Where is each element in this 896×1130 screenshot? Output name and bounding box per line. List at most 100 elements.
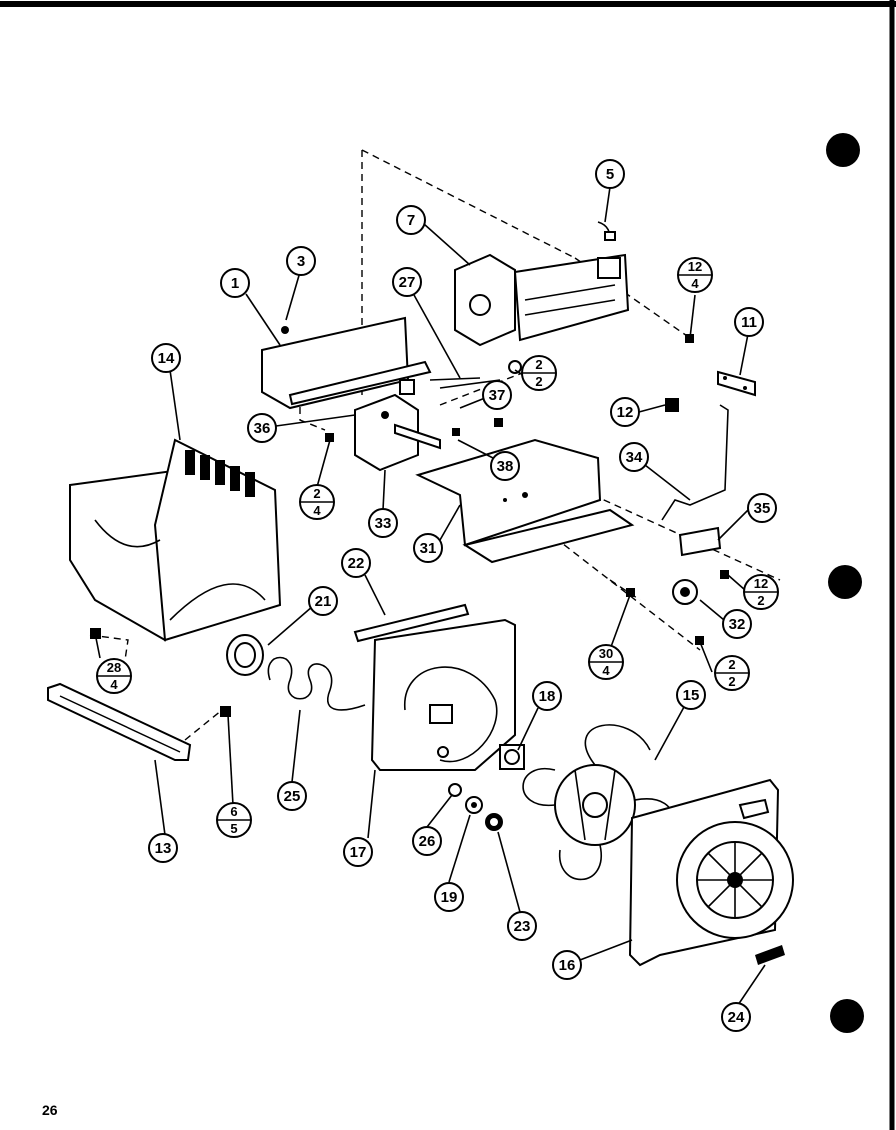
callout-33: 33 — [368, 508, 398, 538]
screw-part — [665, 398, 679, 412]
callout-35: 35 — [747, 493, 777, 523]
callout-11: 11 — [734, 307, 764, 337]
callout-3-label: 3 — [297, 253, 305, 270]
callout-14: 14 — [151, 343, 181, 373]
filter-part — [755, 945, 785, 965]
callout-26-label: 26 — [419, 833, 436, 850]
washer-part — [448, 783, 462, 797]
fraction-bottom: 4 — [313, 503, 321, 518]
fraction-top: 2 — [313, 486, 320, 501]
connector-part — [678, 526, 722, 557]
evaporator-cover-part — [415, 438, 635, 564]
callout-23: 23 — [507, 911, 537, 941]
callout-17: 17 — [343, 837, 373, 867]
fraction-bottom: 2 — [757, 593, 764, 608]
bottom-rail-part — [47, 682, 192, 761]
fraction-bottom: 4 — [602, 663, 610, 678]
callout-3: 3 — [286, 246, 316, 276]
thermostat-part — [672, 579, 698, 605]
callout-31-label: 31 — [420, 540, 437, 557]
callout-19: 19 — [434, 882, 464, 912]
callout-36: 36 — [247, 413, 277, 443]
callout-16: 16 — [552, 950, 582, 980]
callout-12: 12 — [610, 397, 640, 427]
callout-21-label: 21 — [315, 593, 332, 610]
page-number: 26 — [42, 1102, 58, 1118]
small-screws — [90, 334, 729, 717]
fraction-top: 6 — [230, 804, 237, 819]
grommet-part — [226, 634, 264, 676]
callout-31: 31 — [413, 533, 443, 563]
callout-27-label: 27 — [399, 274, 416, 291]
motor-part — [354, 393, 441, 472]
callout-15-label: 15 — [683, 687, 700, 704]
callout-23-label: 23 — [514, 918, 531, 935]
callout-1-label: 1 — [231, 275, 239, 292]
nut-part — [465, 796, 483, 814]
fraction-callout-2-4: 2 4 — [299, 484, 335, 520]
callout-21: 21 — [308, 586, 338, 616]
fan-housing-part — [628, 778, 794, 967]
fraction-callout-12-2: 12 2 — [743, 574, 779, 610]
callout-22: 22 — [341, 548, 371, 578]
callout-13-label: 13 — [155, 840, 172, 857]
callout-38-label: 38 — [497, 458, 514, 475]
callout-15: 15 — [676, 680, 706, 710]
callout-34-label: 34 — [626, 449, 643, 466]
mounting-bracket-part — [261, 316, 432, 410]
callout-1: 1 — [220, 268, 250, 298]
gasket-strip-part — [353, 603, 470, 643]
fan-shroud-part — [69, 438, 282, 642]
callout-24: 24 — [721, 1002, 751, 1032]
spring-part — [267, 656, 366, 711]
callout-12-label: 12 — [617, 404, 634, 421]
callout-32: 32 — [722, 609, 752, 639]
bearing-part — [499, 744, 525, 770]
callout-14-label: 14 — [158, 350, 175, 367]
callout-25: 25 — [277, 781, 307, 811]
callout-38: 38 — [490, 451, 520, 481]
fraction-callout-12-4: 12 4 — [677, 257, 713, 293]
callout-27: 27 — [392, 267, 422, 297]
wire-rod-part — [661, 404, 729, 521]
fraction-callout-2-2-lower: 2 2 — [714, 655, 750, 691]
callout-17-label: 17 — [350, 844, 367, 861]
fraction-top: 2 — [728, 657, 735, 672]
callout-7-label: 7 — [407, 212, 415, 229]
fraction-callout-30-4: 30 4 — [588, 644, 624, 680]
callout-11-label: 11 — [741, 314, 757, 331]
callout-33-label: 33 — [375, 515, 392, 532]
fraction-callout-28-4: 28 4 — [96, 658, 132, 694]
binder-hole-middle — [828, 565, 862, 599]
callout-7: 7 — [396, 205, 426, 235]
callout-37-label: 37 — [489, 387, 506, 404]
gear-part — [485, 813, 503, 831]
fraction-bottom: 4 — [110, 677, 118, 692]
callout-18-label: 18 — [539, 688, 556, 705]
callout-35-label: 35 — [754, 500, 771, 517]
callout-16-label: 16 — [559, 957, 576, 974]
callout-18: 18 — [532, 681, 562, 711]
wire-harness-part — [399, 360, 522, 395]
callout-34: 34 — [619, 442, 649, 472]
small-bracket-part — [717, 370, 756, 397]
fraction-callout-2-2-upper: 2 2 — [521, 355, 557, 391]
callout-36-label: 36 — [254, 420, 271, 437]
callout-32-label: 32 — [729, 616, 746, 633]
fraction-top: 12 — [688, 259, 702, 274]
fraction-bottom: 5 — [230, 821, 237, 836]
callout-19-label: 19 — [441, 889, 458, 906]
callout-22-label: 22 — [348, 555, 365, 572]
binder-hole-top — [826, 133, 860, 167]
fraction-bottom: 2 — [728, 674, 735, 689]
fraction-top: 2 — [535, 357, 542, 372]
callout-5-label: 5 — [606, 166, 614, 183]
callout-26: 26 — [412, 826, 442, 856]
fan-plate-part — [370, 618, 516, 771]
callout-24-label: 24 — [728, 1009, 745, 1026]
callout-5: 5 — [595, 159, 625, 189]
fraction-top: 12 — [754, 576, 768, 591]
callout-25-label: 25 — [284, 788, 301, 805]
fraction-bottom: 2 — [535, 374, 542, 389]
